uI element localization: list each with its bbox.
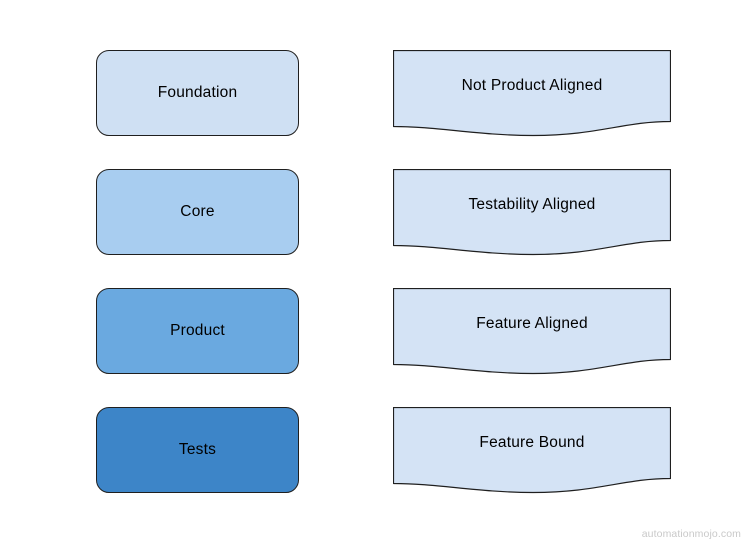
diagram-row: Tests Feature Bound [0,407,751,497]
watermark: automationmojo.com [641,528,741,540]
document-shape-icon [393,50,671,137]
diagram-row: Product Feature Aligned [0,288,751,378]
document-shape-icon [393,169,671,256]
layer-box-label: Core [180,203,215,221]
alignment-doc-feature-bound[interactable]: Feature Bound [393,407,671,497]
alignment-doc-testability-aligned[interactable]: Testability Aligned [393,169,671,259]
layer-box-core[interactable]: Core [96,169,299,255]
layer-box-label: Product [170,322,225,340]
layer-box-tests[interactable]: Tests [96,407,299,493]
alignment-doc-feature-aligned[interactable]: Feature Aligned [393,288,671,378]
diagram-row: Foundation Not Product Aligned [0,50,751,140]
layer-box-product[interactable]: Product [96,288,299,374]
layer-box-label: Foundation [157,84,238,102]
layer-box-label: Tests [178,441,217,459]
document-shape-icon [393,288,671,375]
document-shape-icon [393,407,671,494]
layer-box-foundation[interactable]: Foundation [96,50,299,136]
diagram-row: Core Testability Aligned [0,169,751,259]
alignment-doc-not-product-aligned[interactable]: Not Product Aligned [393,50,671,140]
